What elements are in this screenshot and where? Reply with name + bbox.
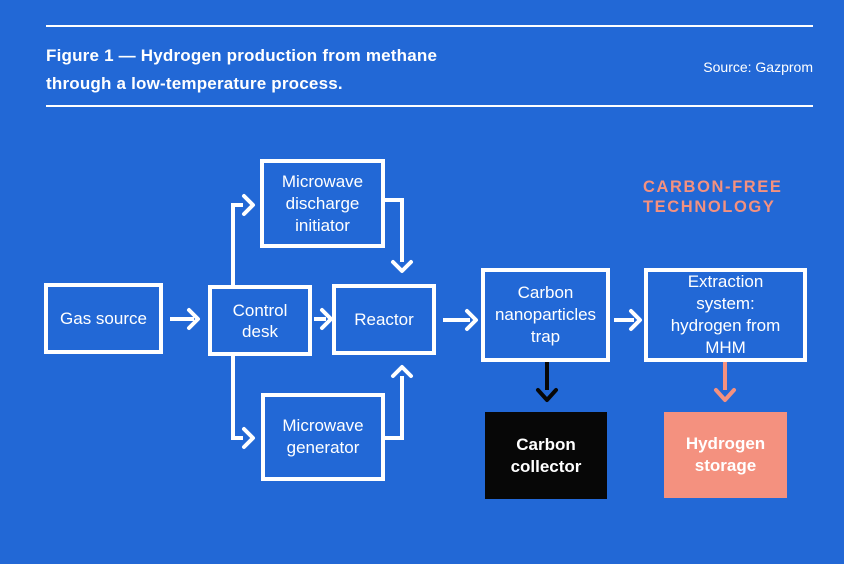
- node-carbon-collector: Carbon collector: [485, 412, 607, 499]
- arrow-trap-to-collector: [536, 362, 558, 402]
- arrow-generator-to-reactor: [385, 365, 413, 440]
- node-control-desk: Control desk: [208, 285, 312, 356]
- node-hydrogen-storage: Hydrogen storage: [664, 412, 787, 498]
- node-gas-source: Gas source: [44, 283, 163, 354]
- arrow-reactor-to-trap: [443, 309, 478, 331]
- node-extraction-system: Extraction system: hydrogen from MHM: [644, 268, 807, 362]
- arrow-control-to-reactor: [314, 308, 333, 330]
- header-rule-bottom: [46, 105, 813, 107]
- node-microwave-generator: Microwave generator: [261, 393, 385, 481]
- arrow-extraction-to-storage: [714, 362, 736, 402]
- arrow-control-to-initiator: [231, 194, 255, 285]
- arrow-trap-to-extraction: [614, 309, 642, 331]
- carbon-free-technology-label: CARBON-FREE TECHNOLOGY: [643, 178, 783, 216]
- arrow-control-to-generator: [231, 356, 255, 449]
- arrow-initiator-to-reactor: [385, 198, 413, 273]
- source-credit: Source: Gazprom: [703, 59, 813, 75]
- figure-title: Figure 1 — Hydrogen production from meth…: [46, 46, 438, 93]
- arrow-gas-to-control: [170, 308, 200, 330]
- node-microwave-discharge-initiator: Microwave discharge initiator: [260, 159, 385, 248]
- node-carbon-nanoparticles-trap: Carbon nanoparticles trap: [481, 268, 610, 362]
- node-reactor: Reactor: [332, 284, 436, 355]
- header-rule-top: [46, 25, 813, 27]
